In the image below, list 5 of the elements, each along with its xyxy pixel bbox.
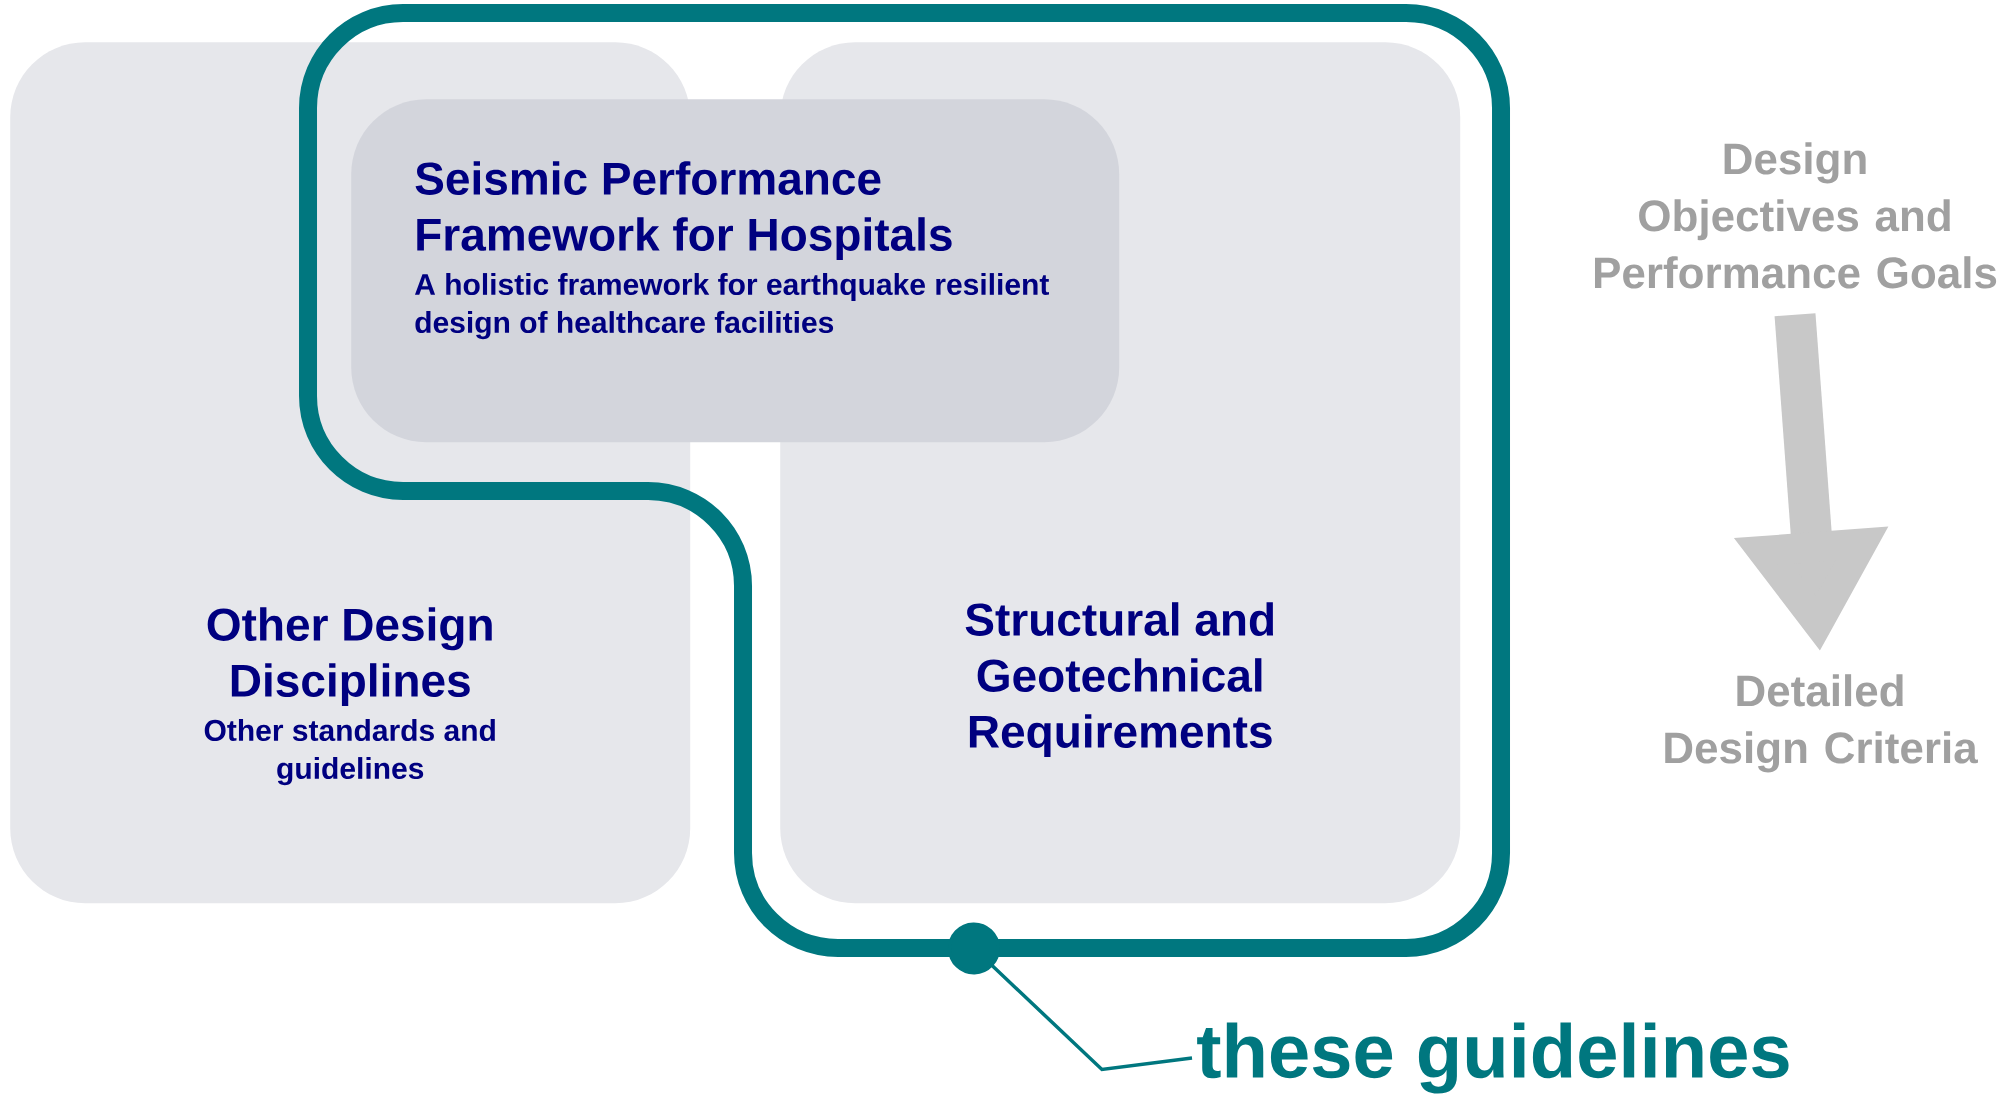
framework-box: Seismic Performance Framework for Hospitals A holistic framework for earthquake resilient design of healthcare facilities: [351, 99, 1120, 443]
guidelines-label: these guidelines: [1197, 1022, 1789, 1094]
leader-line: [947, 922, 1193, 1072]
criteria-label: Detailed Design Criteria: [1665, 674, 1978, 773]
objectives-label: Design Objectives and Performance Goals: [1595, 142, 1997, 289]
